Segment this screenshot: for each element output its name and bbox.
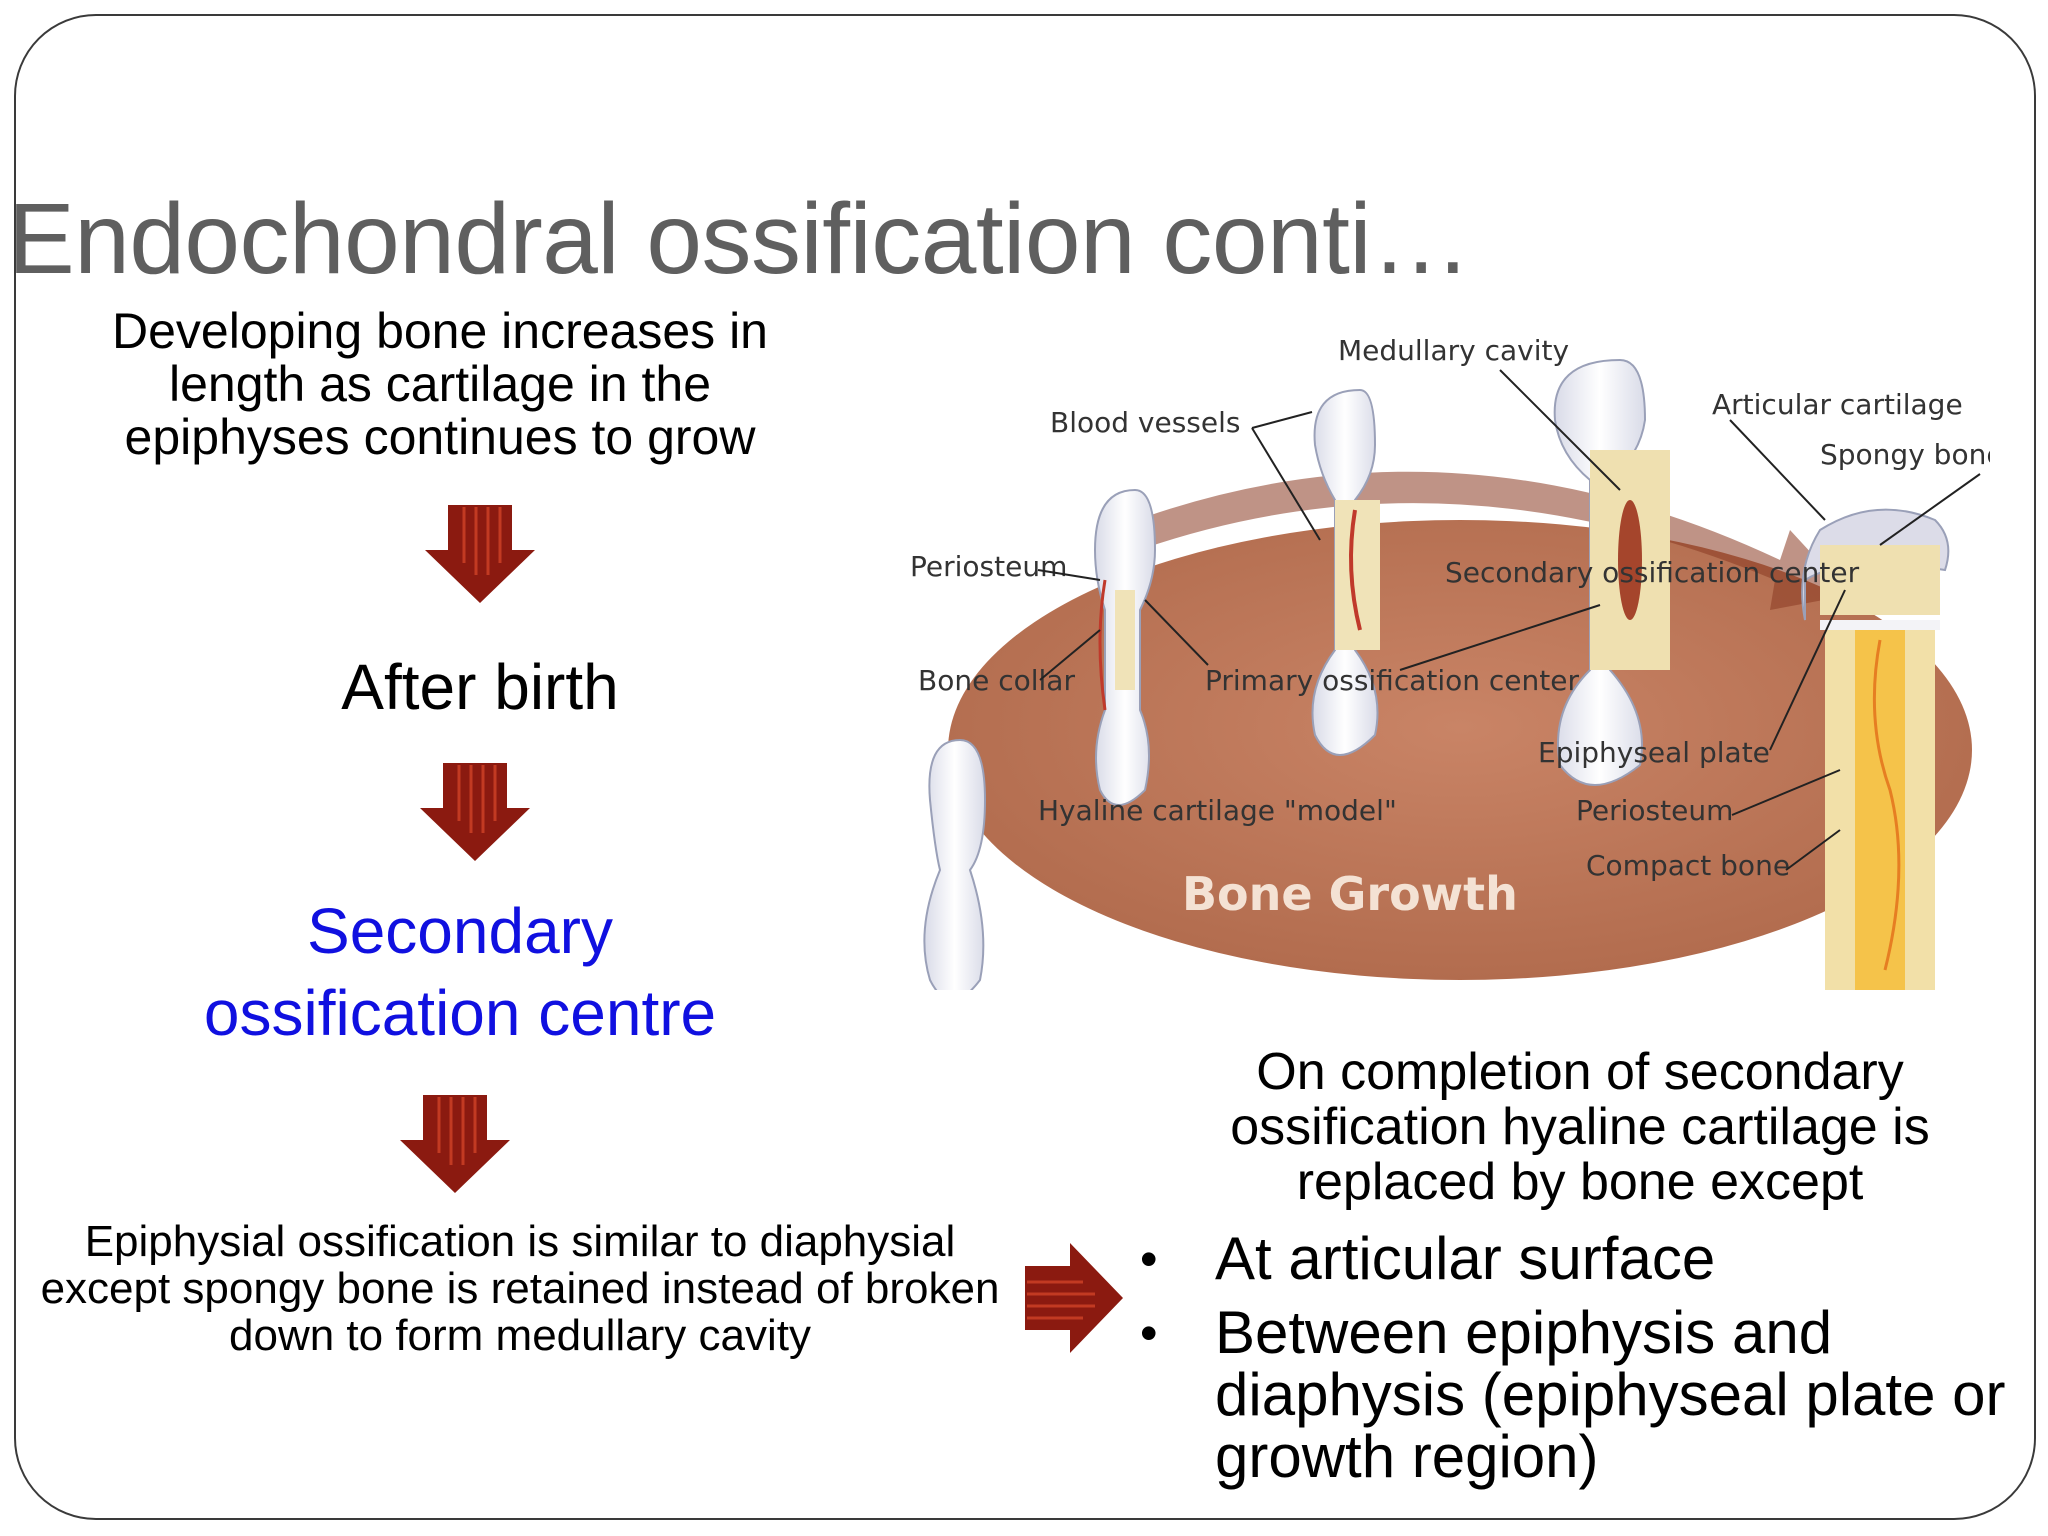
hyaline-cartilage-model-bone bbox=[924, 740, 985, 990]
epiphyseal-plate-label: Epiphyseal plate bbox=[1538, 736, 1770, 769]
diagram-caption: Bone Growth bbox=[1182, 867, 1518, 921]
spongy-bone-label: Spongy bone bbox=[1820, 438, 1990, 471]
articular-cartilage-label: Articular cartilage bbox=[1712, 388, 1963, 421]
medullary-cavity-label: Medullary cavity bbox=[1338, 334, 1569, 367]
right-arrow-icon bbox=[1025, 1238, 1125, 1358]
exception-list: •At articular surface •Between epiphysis… bbox=[1130, 1228, 2010, 1500]
secondary-ossification-centre-text: Secondary ossification centre bbox=[140, 890, 780, 1054]
after-birth-text: After birth bbox=[255, 650, 705, 724]
epiphysial-ossification-text: Epiphysial ossification is similar to di… bbox=[20, 1218, 1020, 1359]
down-arrow-icon-2 bbox=[415, 763, 535, 863]
periosteum-right-label: Periosteum bbox=[1576, 794, 1733, 827]
blood-vessels-label: Blood vessels bbox=[1050, 406, 1241, 439]
periosteum-left-label: Periosteum bbox=[910, 550, 1067, 583]
secondary-ossification-center-label: Secondary ossification center bbox=[1445, 556, 1860, 589]
list-item: •Between epiphysis and diaphysis (epiphy… bbox=[1130, 1302, 2010, 1488]
bullet-icon: • bbox=[1140, 1302, 1158, 1364]
intro-text: Developing bone increases in length as c… bbox=[60, 305, 820, 464]
down-arrow-icon-3 bbox=[395, 1095, 515, 1195]
hyaline-cartilage-model-label: Hyaline cartilage "model" bbox=[1038, 794, 1397, 827]
completion-text: On completion of secondary ossification … bbox=[1130, 1045, 2030, 1210]
list-item: •At articular surface bbox=[1130, 1228, 2010, 1290]
slide-title: Endochondral ossification conti… bbox=[8, 182, 1471, 297]
primary-ossification-center-label: Primary ossification center bbox=[1205, 664, 1579, 697]
down-arrow-icon-1 bbox=[420, 505, 540, 605]
bone-growth-diagram: Bone Growth Medullary cavity Blood vesse… bbox=[900, 330, 1990, 990]
compact-bone-label: Compact bone bbox=[1586, 849, 1790, 882]
bullet-icon: • bbox=[1140, 1228, 1158, 1290]
